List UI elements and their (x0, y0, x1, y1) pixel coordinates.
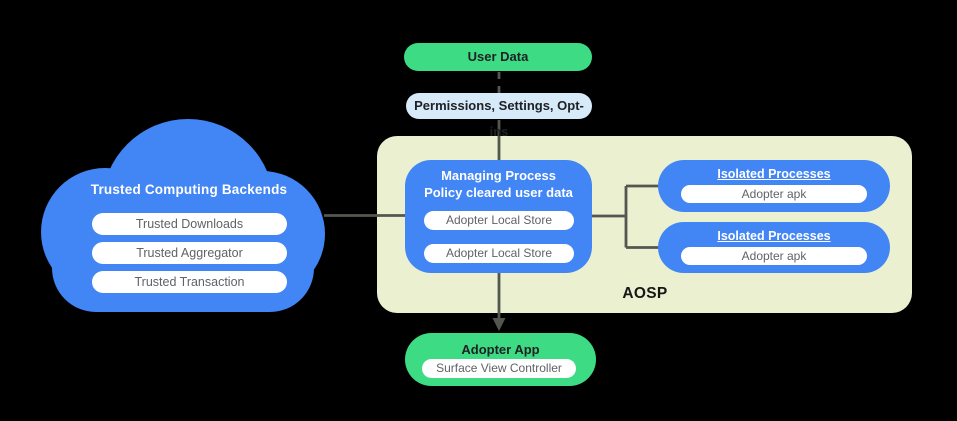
isolated-process-capsule: Isolated Processes Adopter apk (658, 222, 890, 273)
managing-process-title-line2: Policy cleared user data (424, 184, 573, 200)
managing-process-title-line1: Managing Process (441, 168, 556, 183)
isolated-processes-title: Isolated Processes (717, 167, 831, 181)
adopter-apk-pill: Adopter apk (681, 247, 867, 265)
connector-managing-to-isolated-branch (592, 184, 659, 249)
cloud-item-trusted-aggregator: Trusted Aggregator (92, 242, 287, 264)
cloud-item-trusted-downloads: Trusted Downloads (92, 213, 287, 235)
isolated-processes-title: Isolated Processes (717, 229, 831, 243)
user-data-node: User Data (404, 43, 592, 71)
adopter-local-store-pill: Adopter Local Store (424, 211, 574, 230)
permissions-settings-optins-node: Permissions, Settings, Opt-ins (406, 93, 592, 139)
surface-view-controller-pill: Surface View Controller (422, 359, 576, 378)
cloud-item-trusted-transaction: Trusted Transaction (92, 271, 287, 293)
aosp-label: AOSP (622, 285, 668, 302)
isolated-process-capsule: Isolated Processes Adopter apk (658, 160, 890, 212)
arrow-down-icon (492, 318, 506, 331)
adopter-app-title: Adopter App (461, 342, 540, 357)
cloud-title: Trusted Computing Backends (90, 182, 288, 197)
adopter-apk-pill: Adopter apk (681, 185, 867, 203)
adopter-app-node: Adopter App Surface View Controller (405, 333, 596, 386)
adopter-local-store-pill: Adopter Local Store (424, 244, 574, 263)
managing-process-title: Managing Process Policy cleared user dat… (405, 168, 592, 201)
